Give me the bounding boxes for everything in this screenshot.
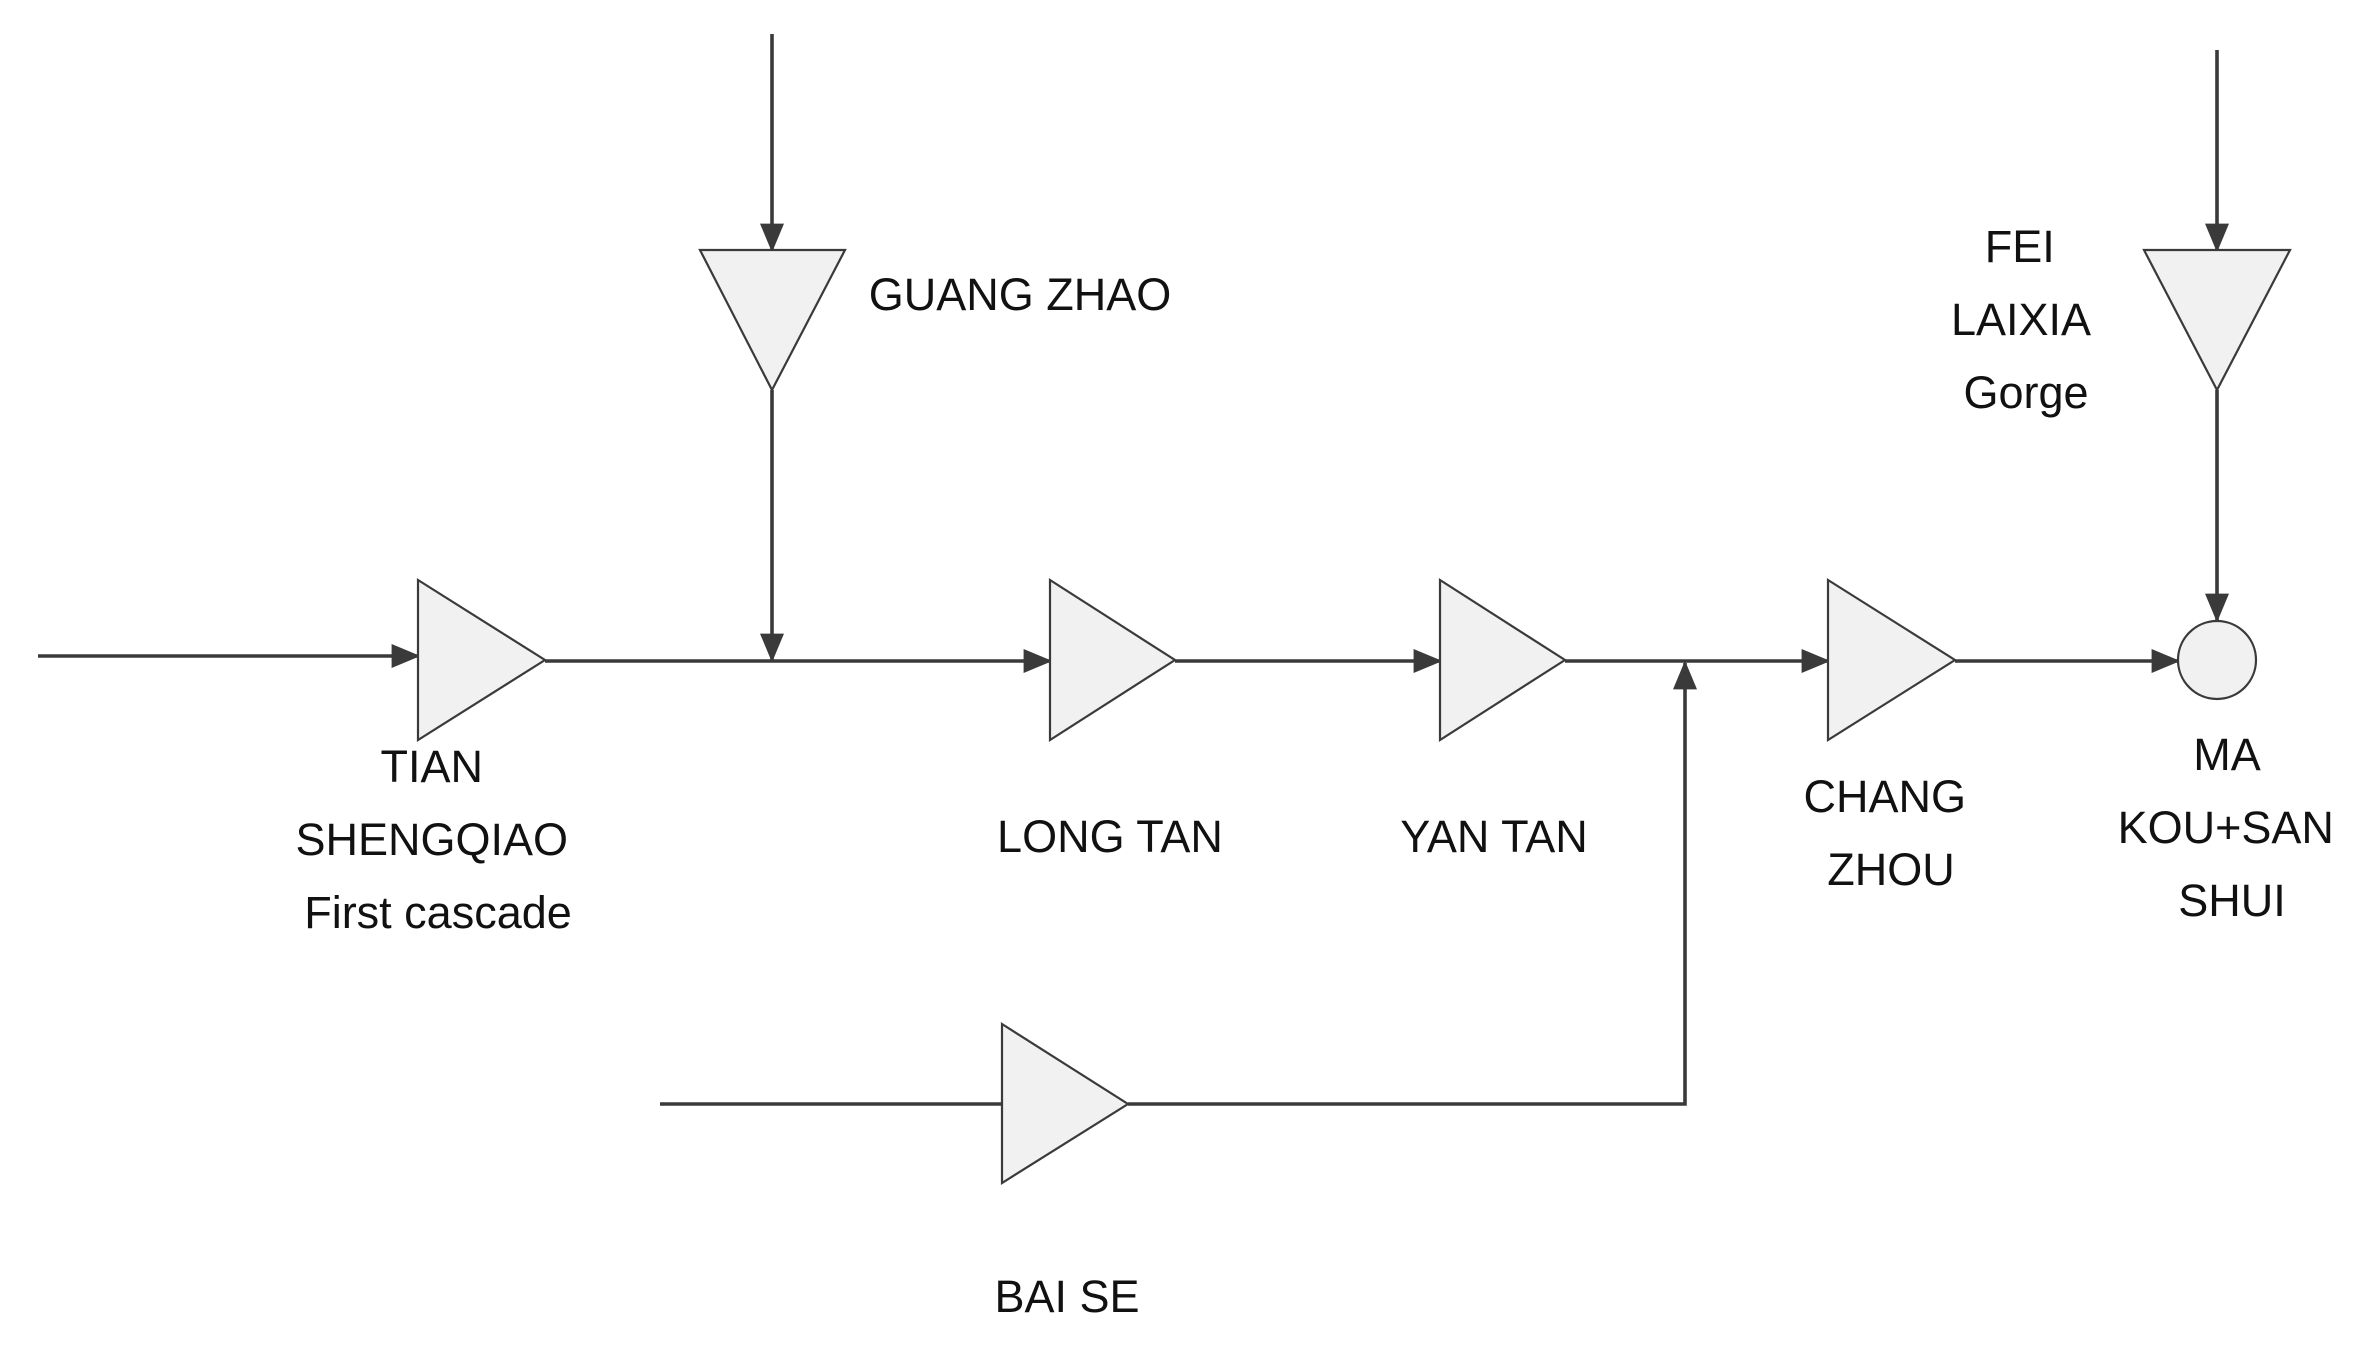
fei-laixia-label: FEI LAIXIA Gorge	[1951, 221, 2101, 418]
bai-se-label: BAI SE	[994, 1271, 1139, 1322]
makou-sanshui-label-line: SHUI	[2178, 875, 2286, 926]
tian-shengqiao-label-line: First cascade	[304, 887, 572, 938]
makou-sanshui-label-line: MA	[2193, 729, 2260, 780]
fei-laixia-label-line: Gorge	[1963, 367, 2088, 418]
fei-laixia-label-line: FEI	[1985, 221, 2055, 272]
long-tan-label: LONG TAN	[997, 811, 1223, 862]
bai-se-label-line: BAI SE	[994, 1271, 1139, 1322]
bai-se-to-junction-arrow	[1128, 660, 1697, 1106]
bai-se-node	[1000, 1021, 1131, 1185]
fei-laixia-node	[2142, 248, 2292, 393]
makou-sanshui-label: MA KOU+SAN SHUI	[2118, 729, 2347, 926]
tian-shengqiao-node	[416, 578, 548, 742]
chang-zhou-node	[1826, 578, 1958, 742]
tian-shengqiao-label: TIAN SHENGQIAO First cascade	[295, 741, 580, 938]
guang-zhao-label-line: GUANG ZHAO	[869, 269, 1172, 320]
tian-shengqiao-label-line: SHENGQIAO	[295, 814, 568, 865]
long-tan-node	[1048, 577, 1178, 743]
chang-zhou-label-line: CHANG	[1803, 771, 1966, 822]
long-tan-label-line: LONG TAN	[997, 811, 1223, 862]
chang-zhou-label-line: ZHOU	[1827, 844, 1955, 895]
yan-tan-label: YAN TAN	[1400, 811, 1588, 862]
fei-laixia-label-line: LAIXIA	[1951, 294, 2091, 345]
tian-shengqiao-label-line: TIAN	[380, 741, 483, 792]
chang-zhou-label: CHANG ZHOU	[1803, 771, 1978, 895]
yan-tan-node	[1438, 577, 1568, 743]
guang-zhao-label: GUANG ZHAO	[869, 269, 1172, 320]
makou-sanshui-node	[2176, 619, 2258, 701]
yan-tan-label-line: YAN TAN	[1400, 811, 1588, 862]
makou-sanshui-label-line: KOU+SAN	[2118, 802, 2334, 853]
guang-zhao-node	[698, 248, 847, 393]
